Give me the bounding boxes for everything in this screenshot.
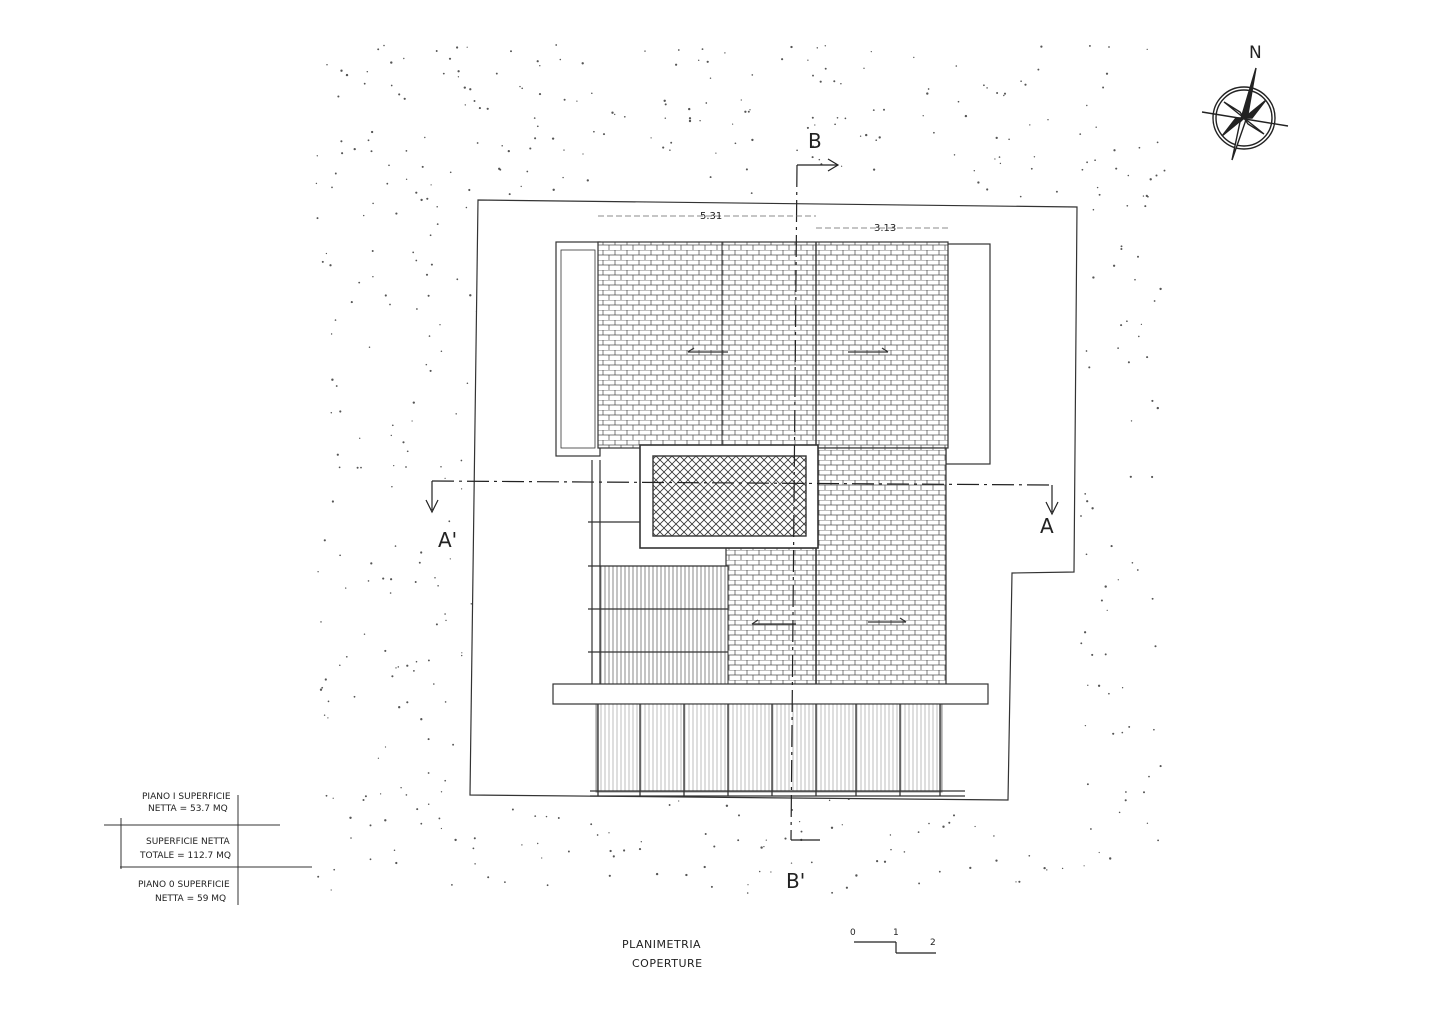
area-table [104, 795, 312, 905]
scale-tick-0: 0 [850, 928, 856, 938]
skylight-glass [652, 455, 807, 537]
right-terrace [945, 243, 991, 465]
piano0-line2: NETTA = 59 MQ [155, 894, 226, 904]
section-label-b: B [808, 129, 822, 153]
slope-arrows [687, 347, 907, 625]
pergola-left [599, 565, 729, 697]
section-label-a-prime: A' [438, 528, 457, 552]
section-label-a: A [1040, 514, 1054, 538]
section-line-a [425, 480, 1059, 516]
scale-bar [854, 941, 936, 954]
drawing-title-line2: COPERTURE [632, 957, 703, 970]
roof-tiles-right [815, 447, 947, 704]
dimension-left: 5.31 [700, 211, 722, 222]
roof-tiles-lower [725, 547, 817, 704]
section-label-b-prime: B' [786, 869, 805, 893]
north-arrow-icon [1201, 67, 1289, 161]
piano1-line1: PIANO I SUPERFICIE [142, 792, 231, 802]
totale-line2: TOTALE = 112.7 MQ [139, 851, 231, 861]
drawing-title-line1: PLANIMETRIA [622, 938, 701, 951]
totale-line1: SUPERFICIE NETTA [146, 837, 231, 847]
section-line-b [790, 158, 840, 841]
pergola-bottom [595, 703, 943, 793]
piano0-line1: PIANO 0 SUPERFICIE [138, 880, 230, 890]
north-label: N [1249, 43, 1262, 63]
roof-tiles-upper [597, 241, 949, 449]
dimension-right: 3.13 [874, 223, 896, 234]
scale-tick-1: 1 [893, 928, 899, 938]
gutter-beam [552, 683, 989, 705]
piano1-line2: NETTA = 53.7 MQ [148, 804, 228, 814]
left-terrace [555, 241, 601, 457]
scale-tick-2: 2 [930, 938, 936, 948]
ground-texture [315, 44, 1166, 894]
